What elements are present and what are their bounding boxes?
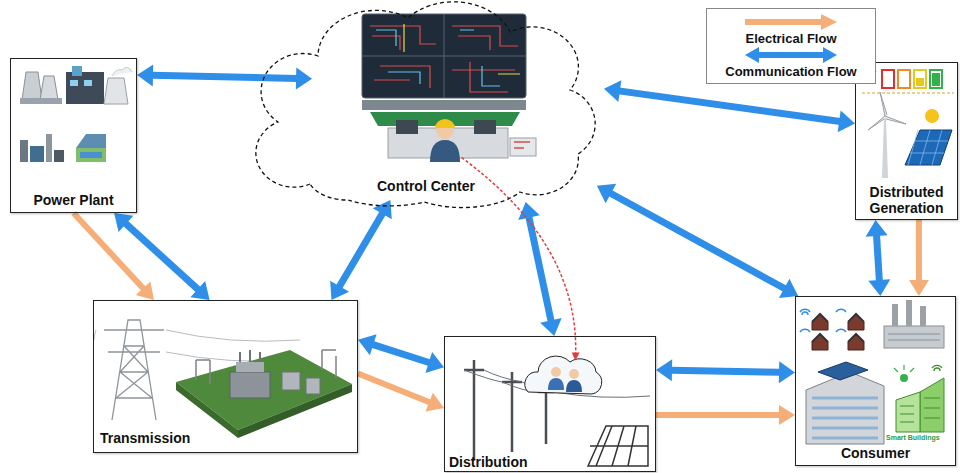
transmission-illustration	[94, 320, 352, 438]
legend-swatch	[741, 46, 841, 64]
electrical-arrow	[74, 213, 154, 300]
node-title: Power Plant	[33, 192, 113, 208]
legend-text: Electrical Flow	[745, 31, 836, 46]
power-plant-icons	[20, 66, 132, 162]
legend-swatch	[741, 13, 841, 31]
communication-arrow	[358, 334, 444, 373]
communication-arrow	[518, 202, 561, 336]
distributed-generation-icons	[862, 69, 954, 178]
legend-row: Electrical Flow	[713, 13, 869, 46]
node-title: Distribution	[449, 454, 528, 470]
communication-arrow	[114, 213, 209, 300]
distribution-box: Distribution	[444, 336, 656, 472]
communication-arrow	[656, 359, 795, 383]
distributed-generation-box: Distributed Generation	[855, 62, 958, 220]
electrical-arrow	[358, 373, 444, 411]
node-title: Control Center	[377, 178, 475, 194]
consumer-illustration	[800, 300, 944, 444]
node-title: Distributed Generation	[856, 184, 957, 216]
communication-arrow	[597, 184, 798, 298]
building-caption: Smart Buildings	[886, 434, 940, 442]
transmission-box: Transmission	[93, 300, 358, 453]
electrical-arrow	[909, 220, 929, 296]
control-center-cloud: Control Center	[248, 4, 604, 206]
communication-arrow	[866, 220, 891, 296]
communication-arrow	[330, 200, 392, 300]
distribution-illustration	[464, 356, 650, 466]
power-plant-box: Power Plant	[10, 58, 137, 213]
node-title: Transmission	[100, 430, 190, 446]
electrical-arrow	[656, 405, 795, 425]
legend-text: Communication Flow	[725, 64, 856, 79]
node-title: Consumer	[841, 445, 910, 461]
communication-arrow	[604, 80, 855, 132]
legend-row: Communication Flow	[713, 46, 869, 79]
legend-box: Electrical FlowCommunication Flow	[706, 8, 876, 84]
cloud-outline	[248, 4, 604, 206]
